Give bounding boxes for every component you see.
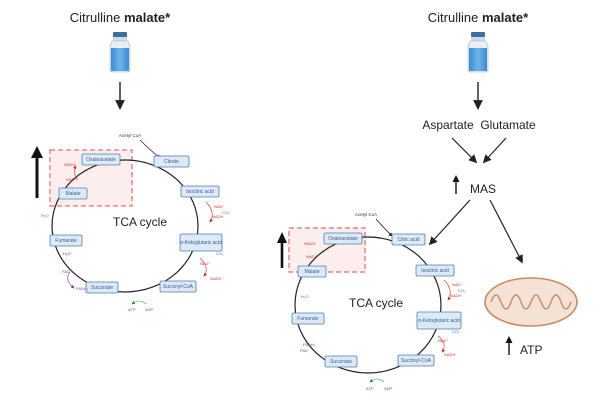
mas-up-arrow-icon	[452, 175, 460, 194]
bottle-icon	[109, 32, 131, 73]
left-box-succinyl-coa: Succinyl-CoA	[159, 280, 197, 293]
left-nadh-3: NADH	[210, 276, 221, 281]
atp-label: ATP	[520, 343, 542, 357]
left-box-isocitrate: Isocitric acid	[180, 185, 220, 198]
left-cycle-ring	[51, 159, 199, 293]
glutamate-label: Glutamate	[480, 118, 536, 132]
right-box-succinate: Succinate	[324, 355, 358, 368]
svg-text:Citrate: Citrate	[164, 159, 179, 165]
bottle-icon	[467, 32, 489, 73]
up-arrow-icon	[31, 146, 43, 198]
left-nad-1: NAD⁺	[66, 177, 77, 182]
right-box-akg: α-Ketoglutaric acid	[416, 311, 462, 330]
svg-text:Oxaloacetate: Oxaloacetate	[328, 236, 358, 242]
left-supplement-title: Citrulline malate*	[70, 10, 171, 25]
right-adp: ADP	[384, 386, 393, 391]
left-atp: ATP	[128, 307, 136, 312]
right-nad-2: NAD⁺	[452, 282, 463, 287]
left-box-succinate: Succinate	[85, 281, 119, 294]
svg-text:Fumarate: Fumarate	[55, 238, 77, 244]
left-box-malate: Malate	[58, 187, 88, 200]
svg-text:Malate: Malate	[304, 269, 319, 275]
svg-text:α-Ketoglutaric acid: α-Ketoglutaric acid	[418, 318, 460, 324]
left-acetyl-coa: Acetyl CoA	[119, 133, 141, 138]
svg-text:Citric acid: Citric acid	[398, 237, 420, 243]
left-fad: FAD	[62, 269, 70, 274]
left-box-akg: α-Ketoglutaric acid	[179, 233, 223, 252]
right-co2-1: CO₂	[458, 288, 466, 293]
left-cycle-label: TCA cycle	[113, 215, 167, 229]
up-arrow-icon	[277, 232, 287, 268]
right-nadh-3: NADH	[444, 352, 455, 357]
left-adp: ADP	[145, 307, 154, 312]
svg-text:Succinyl-CoA: Succinyl-CoA	[163, 284, 194, 290]
left-panel: Citrulline malate* TCA cycle Acetyl CoA …	[31, 10, 230, 312]
right-nad-3: NAD⁺	[438, 338, 449, 343]
atp-up-arrow-icon	[505, 336, 513, 355]
left-nad-3: NAD⁺	[200, 261, 211, 266]
right-nadh-1: NADH	[304, 241, 315, 246]
right-co2-2: CO₂	[452, 329, 460, 334]
right-cycle-label: TCA cycle	[349, 296, 403, 310]
right-acetyl-coa: Acetyl CoA	[355, 212, 377, 217]
right-nadh-2: NADH	[450, 293, 461, 298]
aspartate-label: Aspartate	[422, 118, 474, 132]
right-panel: Citrulline malate* Aspartate Glutamate M…	[277, 10, 578, 391]
right-nad-1: NAD⁺	[306, 254, 317, 259]
right-box-isocitrate: Isocitric acid	[415, 264, 455, 277]
left-nadh-1: NADH	[64, 162, 75, 167]
svg-text:Succinate: Succinate	[330, 359, 352, 365]
right-atp: ATP	[366, 386, 374, 391]
right-h2o: H₂O	[301, 294, 309, 299]
left-fadh2: FADH₂	[76, 286, 89, 291]
right-box-citrate: Citric acid	[391, 233, 426, 246]
right-supplement-title: Citrulline malate*	[428, 10, 529, 25]
left-nad-2: NAD⁺	[214, 204, 225, 209]
left-h2o-2: H₂O	[41, 213, 49, 218]
right-box-fumarate: Fumarate	[291, 312, 325, 325]
left-h2o: H₂O	[63, 251, 71, 256]
svg-text:Oxaloacetate: Oxaloacetate	[86, 157, 116, 163]
mas-label: MAS	[470, 182, 496, 196]
mitochondria-icon	[484, 277, 578, 327]
svg-text:Isocitric acid: Isocitric acid	[186, 189, 214, 195]
svg-text:Succinyl-CoA: Succinyl-CoA	[401, 358, 432, 364]
left-box-oxaloacetate: Oxaloacetate	[81, 153, 121, 166]
svg-text:Succinate: Succinate	[91, 285, 113, 291]
right-fad: FAD	[300, 348, 308, 353]
svg-text:α-Ketoglutaric acid: α-Ketoglutaric acid	[180, 240, 222, 246]
svg-text:Isocitric acid: Isocitric acid	[421, 268, 449, 274]
left-box-citrate: Citrate	[153, 155, 190, 168]
right-box-oxaloacetate: Oxaloacetate	[323, 232, 363, 245]
right-fadh2: FADH₂	[303, 342, 316, 347]
left-box-fumarate: Fumarate	[49, 234, 83, 247]
svg-text:Malate: Malate	[65, 191, 80, 197]
svg-text:Fumarate: Fumarate	[297, 316, 319, 322]
right-cycle-ring	[294, 236, 442, 374]
right-box-malate: Malate	[297, 265, 327, 278]
left-co2-1: CO₂	[222, 210, 230, 215]
left-nadh-2: NADH	[212, 214, 223, 219]
left-co2-2: CO₂	[216, 251, 224, 256]
right-box-succinyl-coa: Succinyl-CoA	[397, 354, 435, 367]
